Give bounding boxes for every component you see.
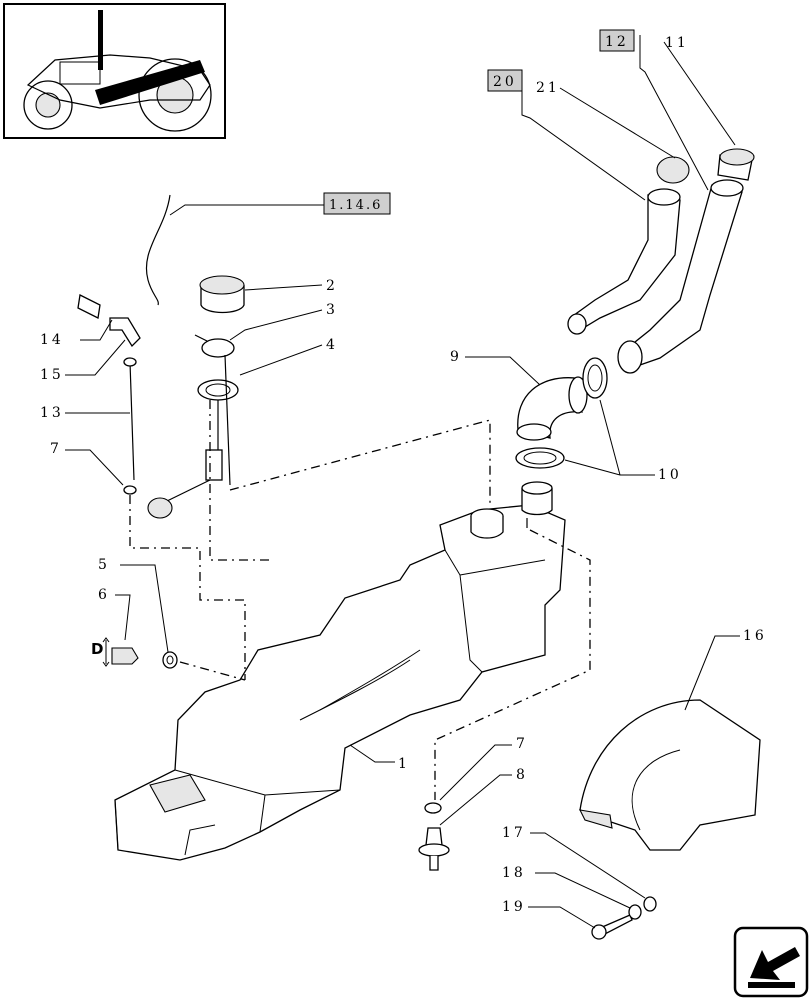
assembly-lines <box>129 400 591 800</box>
callout-7-top: 7 <box>50 441 62 457</box>
callout-15: 15 <box>40 367 64 383</box>
callout-11: 11 <box>665 35 689 51</box>
fuel-tank <box>114 481 566 861</box>
callout-4: 4 <box>326 337 338 353</box>
connector-14 <box>77 294 101 319</box>
hose-clamp <box>515 357 608 469</box>
washer-5 <box>162 651 178 669</box>
boxed-callout-12: 12 <box>599 29 635 52</box>
section-reference-text: 1.14.6 <box>329 198 382 213</box>
filler-pipe-21 <box>567 188 681 335</box>
elbow-15 <box>109 317 141 348</box>
heat-shield <box>579 699 761 851</box>
breather-hose <box>145 194 171 306</box>
leader-lines <box>65 35 740 929</box>
callout-19: 19 <box>502 899 526 915</box>
callout-7-bottom: 7 <box>516 736 528 752</box>
callout-14: 14 <box>40 332 64 348</box>
callout-labels: 1 2 3 4 5 6 7 7 8 9 10 11 13 14 15 16 17… <box>40 35 767 915</box>
section-reference[interactable]: 1.14.6 <box>323 192 391 215</box>
callout-3: 3 <box>326 302 338 318</box>
boxed-callout-20: 20 <box>487 69 523 92</box>
callout-21: 21 <box>536 80 560 96</box>
callout-1: 1 <box>398 756 410 772</box>
tractor-thumbnail <box>3 3 226 139</box>
callout-8: 8 <box>516 767 528 783</box>
d-marker-text: D <box>91 640 103 658</box>
next-page-arrow-icon[interactable] <box>733 926 809 998</box>
filler-cap-20 <box>656 156 690 184</box>
filler-hose <box>516 376 588 441</box>
callout-10: 10 <box>658 467 682 483</box>
callout-12: 12 <box>605 34 629 50</box>
d-marker: D <box>91 637 110 667</box>
suction-tube-13 <box>123 357 137 495</box>
callout-5: 5 <box>98 557 110 573</box>
filler-pipe-11 <box>617 179 744 374</box>
bolt-19 <box>591 914 633 940</box>
callout-2: 2 <box>326 278 338 294</box>
washer-18 <box>628 904 642 920</box>
fuel-level-sender <box>147 334 239 519</box>
callout-9: 9 <box>450 349 462 365</box>
tank-cap <box>199 275 245 314</box>
filler-cap-12 <box>717 148 755 181</box>
callout-13: 13 <box>40 405 64 421</box>
washer-17 <box>643 896 657 912</box>
callout-18: 18 <box>502 865 526 881</box>
bottom-fitting <box>418 802 450 871</box>
callout-20: 20 <box>493 74 517 90</box>
callout-16: 16 <box>743 628 767 644</box>
callout-6: 6 <box>98 587 110 603</box>
callout-17: 17 <box>502 825 526 841</box>
drain-plug <box>111 647 139 665</box>
